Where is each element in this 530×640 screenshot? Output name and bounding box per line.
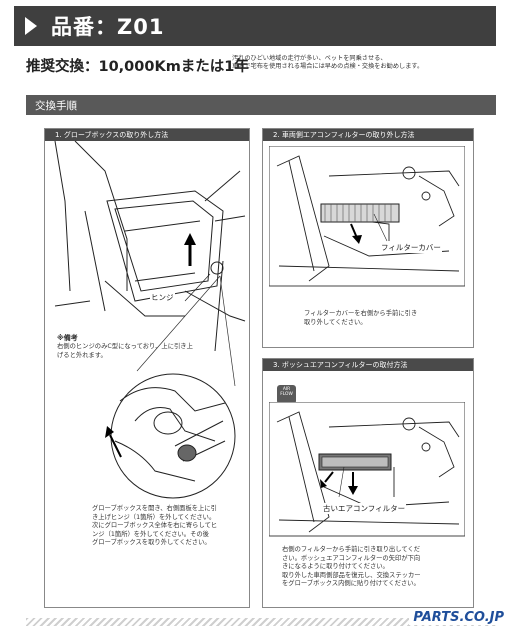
step1-description: グローブボックスを開き、右側面板を上に引 き上げヒンジ（1箇所）を外してください… bbox=[92, 505, 218, 547]
old-filter-label: 古いエアコンフィルター bbox=[322, 503, 407, 514]
remark-text: 右側のヒンジのみC型になっており、上に引き上 げると外れます。 bbox=[57, 343, 193, 359]
section-heading: 交換手順 bbox=[26, 95, 496, 115]
filter-cover-label: フィルターカバー bbox=[380, 242, 442, 253]
filter-cover-illustration bbox=[269, 146, 465, 287]
filter-install-illustration bbox=[269, 402, 465, 537]
down-arrow-icon-2 bbox=[348, 472, 358, 495]
step3-heading: 3. ボッシュエアコンフィルターの取付方法 bbox=[263, 359, 473, 371]
left-arrow-icon bbox=[320, 471, 334, 488]
brand-logo: PARTS.CO.JP bbox=[409, 610, 508, 625]
step1-heading: 1. グローブボックスの取り外し方法 bbox=[45, 129, 249, 141]
glovebox-illustration bbox=[54, 141, 246, 499]
hinge-label: ヒンジ bbox=[150, 292, 175, 303]
diagonal-arrow-icon bbox=[105, 426, 122, 458]
recommended-interval: 推奨交換：10,000Kmまたは1年 bbox=[26, 59, 249, 75]
step1-panel: 1. グローブボックスの取り外し方法 bbox=[44, 128, 250, 608]
play-triangle-icon bbox=[25, 17, 37, 35]
page-title: 品番：Z01 bbox=[51, 15, 165, 39]
recommendation-note: 汚れのひどい地域の走行が多い、ペットを同乗させる、 車内で宅布を使用される場合に… bbox=[232, 55, 424, 70]
air-flow-icon: AIR FLOW bbox=[277, 385, 296, 404]
footer-stripe bbox=[26, 618, 496, 626]
remark-title: ※備考 bbox=[57, 334, 78, 342]
down-arrow-icon bbox=[350, 223, 362, 244]
title-banner: 品番：Z01 bbox=[14, 6, 496, 46]
step2-description: フィルターカバーを右側から手前に引き 取り外してください。 bbox=[304, 310, 418, 326]
step3-description: 右側のフィルターから手前に引き取り出してくだ さい。ボッシュエアコンフィルターの… bbox=[282, 546, 421, 588]
step2-heading: 2. 車両側エアコンフィルターの取り外し方法 bbox=[263, 129, 473, 141]
up-arrow-icon bbox=[184, 233, 196, 266]
